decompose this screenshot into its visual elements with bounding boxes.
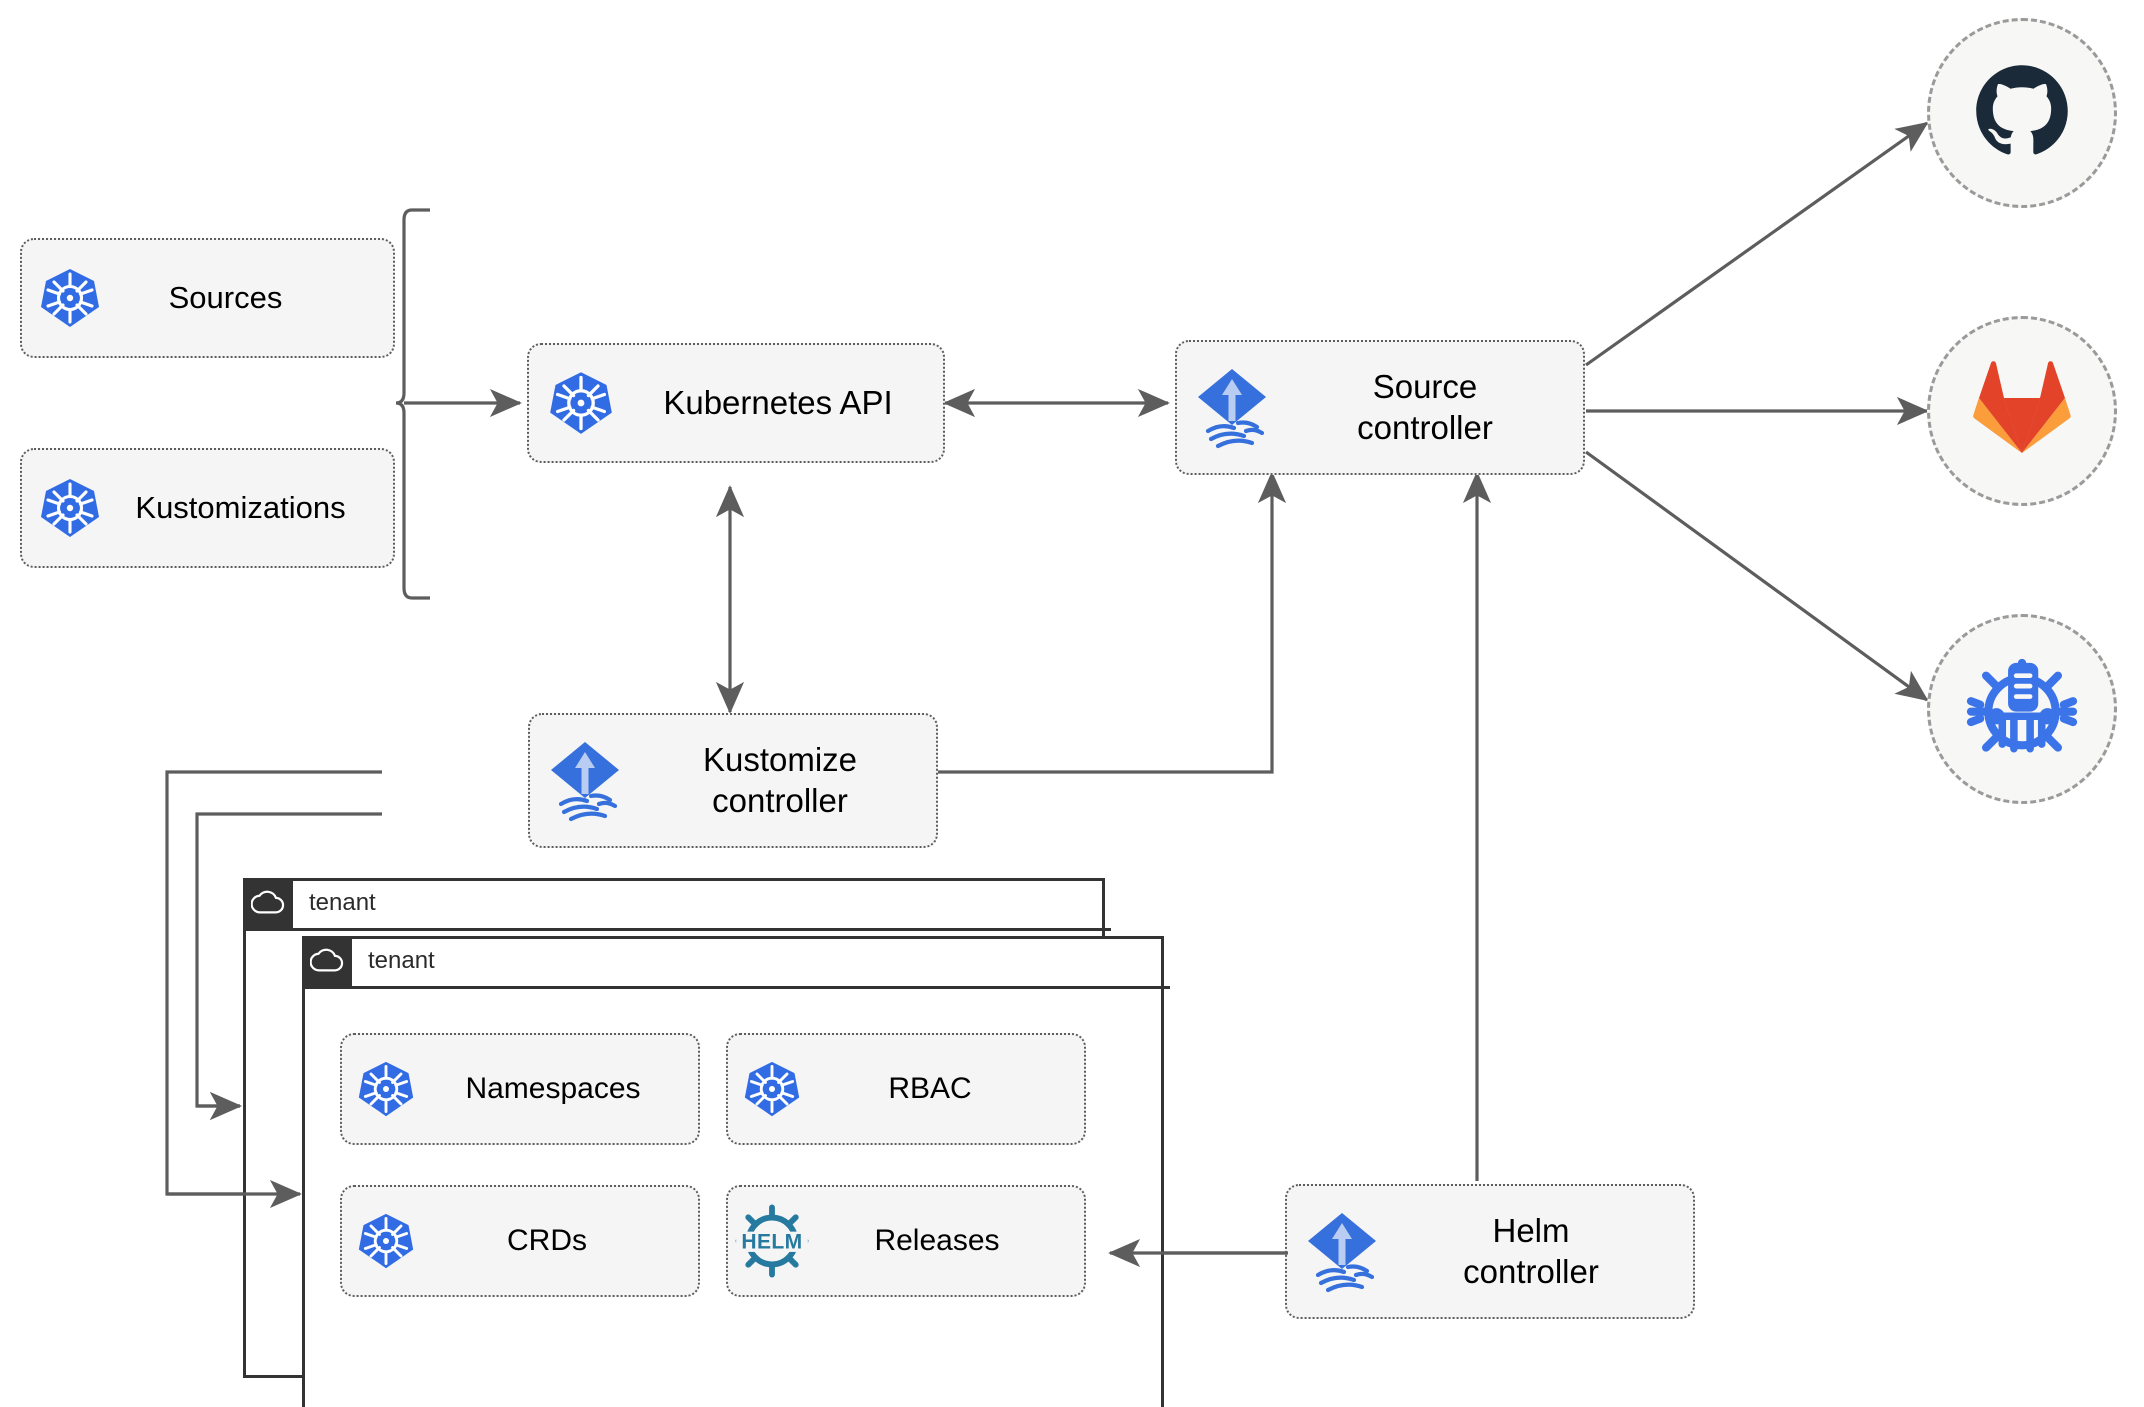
node-label: CRDs (507, 1223, 587, 1257)
node-rbac[interactable]: RBAC (726, 1033, 1086, 1145)
svg-text:HELM: HELM (741, 1230, 802, 1253)
tenant-inner-tab: tenant (302, 936, 435, 986)
tenant-label: tenant (368, 947, 435, 974)
node-sources[interactable]: Sources (20, 238, 395, 358)
node-kustomize-controller[interactable]: Kustomize controller (528, 713, 938, 848)
flux-icon (1287, 1209, 1397, 1295)
flux-icon (530, 738, 640, 824)
node-label: Kustomize controller (702, 741, 858, 819)
tenant-inner[interactable]: tenant (302, 936, 1170, 1407)
provider-helm-repository[interactable] (1927, 614, 2117, 804)
helm-icon: HELM (728, 1202, 816, 1280)
node-namespaces[interactable]: Namespaces (340, 1033, 700, 1145)
node-crds[interactable]: CRDs (340, 1185, 700, 1297)
kubernetes-icon (22, 266, 118, 330)
node-label: RBAC (888, 1071, 972, 1105)
node-label: Sources (168, 280, 283, 316)
node-label: Kubernetes API (663, 383, 893, 421)
kubernetes-icon (728, 1059, 816, 1119)
node-kustomizations[interactable]: Kustomizations (20, 448, 395, 568)
tenant-label: tenant (309, 889, 376, 916)
node-helm-controller[interactable]: Helm controller (1285, 1184, 1695, 1319)
provider-github[interactable] (1927, 18, 2117, 208)
flux-icon (1177, 365, 1287, 451)
node-label: Kustomizations (135, 490, 346, 526)
helm-chart-repository-icon (1964, 649, 2080, 770)
node-label: Namespaces (465, 1071, 641, 1105)
node-label: Releases (874, 1223, 1000, 1257)
node-kubernetes-api[interactable]: Kubernetes API (527, 343, 945, 463)
node-label: Helm controller (1463, 1212, 1599, 1290)
kubernetes-icon (342, 1211, 430, 1271)
kubernetes-icon (529, 369, 633, 437)
node-releases[interactable]: HELM Releases (726, 1185, 1086, 1297)
gitlab-icon (1972, 360, 2072, 462)
cloud-icon (302, 936, 352, 986)
node-source-controller[interactable]: Source controller (1175, 340, 1585, 475)
tenant-outer-tab: tenant (243, 878, 376, 928)
kubernetes-icon (342, 1059, 430, 1119)
cloud-icon (243, 878, 293, 928)
github-icon (1970, 59, 2074, 168)
kubernetes-icon (22, 476, 118, 540)
provider-gitlab[interactable] (1927, 316, 2117, 506)
node-label: Source controller (1357, 368, 1493, 446)
